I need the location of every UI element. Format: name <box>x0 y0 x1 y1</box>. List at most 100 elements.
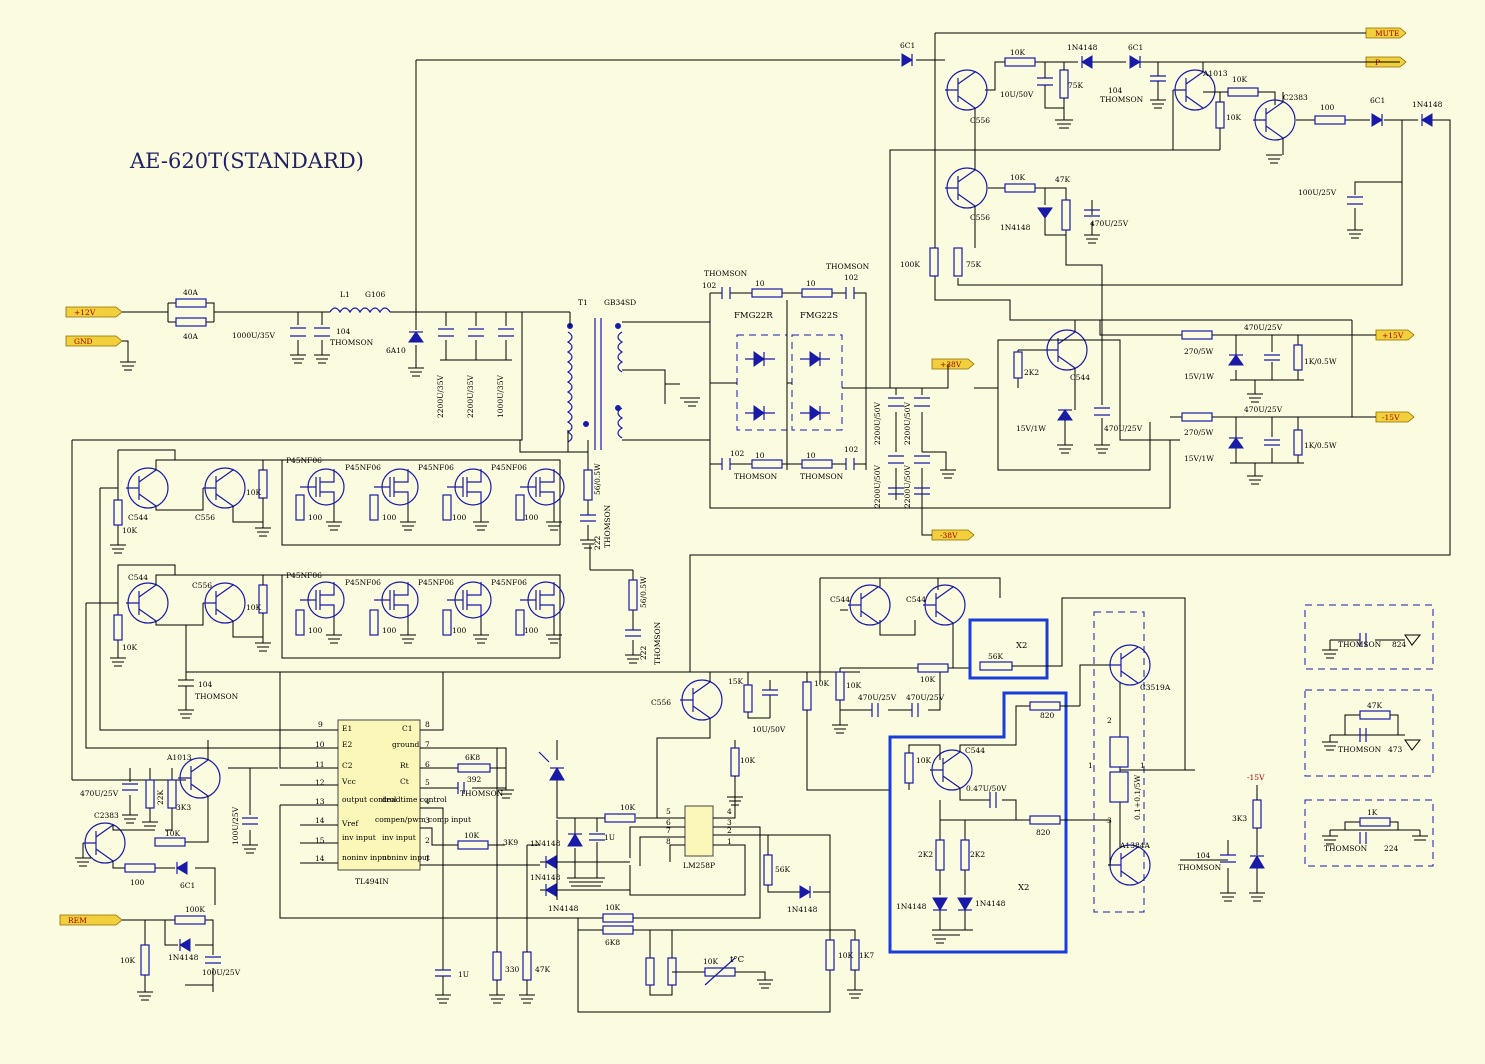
svg-text:4: 4 <box>727 807 732 816</box>
svg-text:56K: 56K <box>775 865 791 874</box>
svg-text:3K9: 3K9 <box>503 838 518 847</box>
svg-text:104: 104 <box>198 680 213 689</box>
net-flag-p12: +12V <box>65 306 123 318</box>
x2-bottom-contents: X2 C544 820 820 10K 0.47U/50V 2K2 2K2 1N… <box>896 701 1110 944</box>
svg-text:15: 15 <box>315 836 325 845</box>
driver-row-a: C544 10K C556 10K P45NF06 P45NF06 P45NF0… <box>71 312 612 780</box>
svg-text:E2: E2 <box>342 740 352 749</box>
svg-text:470U/25V: 470U/25V <box>1104 424 1143 433</box>
svg-text:824: 824 <box>1392 640 1407 649</box>
svg-text:6A10: 6A10 <box>386 346 406 355</box>
svg-text:10K: 10K <box>246 488 262 497</box>
svg-text:224: 224 <box>1384 844 1399 853</box>
svg-text:0.1+0.1/5W: 0.1+0.1/5W <box>1133 775 1142 820</box>
svg-text:2: 2 <box>425 836 430 845</box>
svg-text:100: 100 <box>452 513 467 522</box>
svg-text:100K: 100K <box>185 905 205 914</box>
svg-text:noninv input: noninv input <box>342 853 390 862</box>
svg-text:102: 102 <box>844 273 859 282</box>
svg-text:100: 100 <box>1320 103 1335 112</box>
svg-text:0.47U/50V: 0.47U/50V <box>966 784 1007 793</box>
svg-text:2200U/50V: 2200U/50V <box>903 402 912 445</box>
net-flag-mute: MUTE <box>1365 27 1407 39</box>
svg-text:8: 8 <box>425 720 430 729</box>
svg-text:C556: C556 <box>970 116 990 125</box>
svg-text:+12V: +12V <box>74 308 96 317</box>
svg-text:3: 3 <box>727 818 732 827</box>
svg-text:5: 5 <box>666 807 671 816</box>
svg-text:C556: C556 <box>192 581 212 590</box>
svg-text:+38V: +38V <box>940 360 962 369</box>
svg-text:3K3: 3K3 <box>176 803 191 812</box>
x2-box-bottom <box>888 691 1068 954</box>
svg-text:THOMSON: THOMSON <box>603 504 612 548</box>
svg-text:6C1: 6C1 <box>1128 43 1143 52</box>
svg-text:15V/1W: 15V/1W <box>1184 372 1214 381</box>
svg-text:THOMSON: THOMSON <box>195 692 239 701</box>
wire-misc <box>519 440 633 571</box>
svg-text:11: 11 <box>315 760 325 769</box>
svg-text:1N4148: 1N4148 <box>530 839 561 848</box>
svg-text:10K: 10K <box>1226 113 1242 122</box>
svg-text:470U/25V: 470U/25V <box>1090 219 1129 228</box>
ground-symbol <box>120 361 136 371</box>
svg-text:1N4148: 1N4148 <box>1067 43 1098 52</box>
lm258-section: C556 15K 10U/50V 10K LM258P 5 6 7 8 4 3 … <box>527 671 890 1013</box>
svg-text:A1013: A1013 <box>1202 69 1228 78</box>
svg-text:THOMSON: THOMSON <box>704 269 748 278</box>
protection-pair: C544 C544 10K 10K 470U/25V 470U/25V <box>819 577 1001 734</box>
svg-text:3K3: 3K3 <box>1232 814 1247 823</box>
svg-text:inv input: inv input <box>342 833 376 842</box>
output-stage: C3519A A1384A 2 1 3 1 0.1+0.1/5W -15V 3K… <box>1079 611 1265 913</box>
svg-text:270/5W: 270/5W <box>1184 428 1214 437</box>
svg-text:10K: 10K <box>703 957 719 966</box>
svg-text:Vref: Vref <box>341 819 359 828</box>
svg-text:47K: 47K <box>535 965 551 974</box>
svg-text:470U/25V: 470U/25V <box>1244 405 1283 414</box>
net-flag-p15: +15V <box>1375 329 1415 341</box>
svg-text:10K: 10K <box>846 681 862 690</box>
svg-text:56/0.5W: 56/0.5W <box>639 576 648 608</box>
svg-text:3: 3 <box>425 816 430 825</box>
svg-text:56K: 56K <box>988 652 1004 661</box>
svg-text:2: 2 <box>1107 716 1112 725</box>
svg-text:104: 104 <box>1108 86 1123 95</box>
svg-text:10K: 10K <box>920 675 936 684</box>
svg-text:270/5W: 270/5W <box>1184 347 1214 356</box>
svg-text:deadtime control: deadtime control <box>382 795 448 804</box>
svg-text:THOMSON: THOMSON <box>734 472 778 481</box>
svg-text:10K: 10K <box>246 603 262 612</box>
svg-text:-15V: -15V <box>1247 773 1265 782</box>
svg-text:820: 820 <box>1036 828 1051 837</box>
svg-text:Rt: Rt <box>400 761 409 770</box>
svg-text:2200U/35V: 2200U/35V <box>436 375 445 418</box>
svg-text:100U/25V: 100U/25V <box>231 806 240 845</box>
legend-box-1: THOMSON 824 <box>1304 604 1434 670</box>
svg-text:470U/25V: 470U/25V <box>1244 323 1283 332</box>
svg-text:THOMSON: THOMSON <box>826 262 870 271</box>
svg-text:THOMSON: THOMSON <box>460 789 504 798</box>
svg-text:1U: 1U <box>458 970 469 979</box>
transformer-t1: T1 GB34SD <box>566 298 711 470</box>
svg-text:C544: C544 <box>965 746 985 755</box>
svg-text:22K: 22K <box>156 789 165 805</box>
svg-text:1K: 1K <box>1367 808 1378 817</box>
svg-text:47K: 47K <box>1367 701 1383 710</box>
svg-text:10K: 10K <box>838 951 854 960</box>
svg-text:100: 100 <box>524 513 539 522</box>
svg-text:2200U/50V: 2200U/50V <box>873 465 882 508</box>
svg-text:3: 3 <box>1107 816 1112 825</box>
svg-text:12: 12 <box>315 778 325 787</box>
svg-text:2: 2 <box>727 826 732 835</box>
svg-text:470U/25V: 470U/25V <box>858 693 897 702</box>
net-flag-p38: +38V <box>931 358 975 370</box>
svg-text:10K: 10K <box>1010 48 1026 57</box>
driver-row-b: C544 10K C556 10K 104 THOMSON P45NF06 P4… <box>86 564 662 719</box>
svg-text:THOMSON: THOMSON <box>1324 844 1368 853</box>
svg-text:1N4148: 1N4148 <box>530 873 561 882</box>
svg-text:G106: G106 <box>365 290 386 299</box>
x2-label-top: X2 <box>1016 641 1027 651</box>
svg-text:100: 100 <box>308 626 323 635</box>
svg-text:820: 820 <box>1040 711 1055 720</box>
svg-text:100: 100 <box>452 626 467 635</box>
